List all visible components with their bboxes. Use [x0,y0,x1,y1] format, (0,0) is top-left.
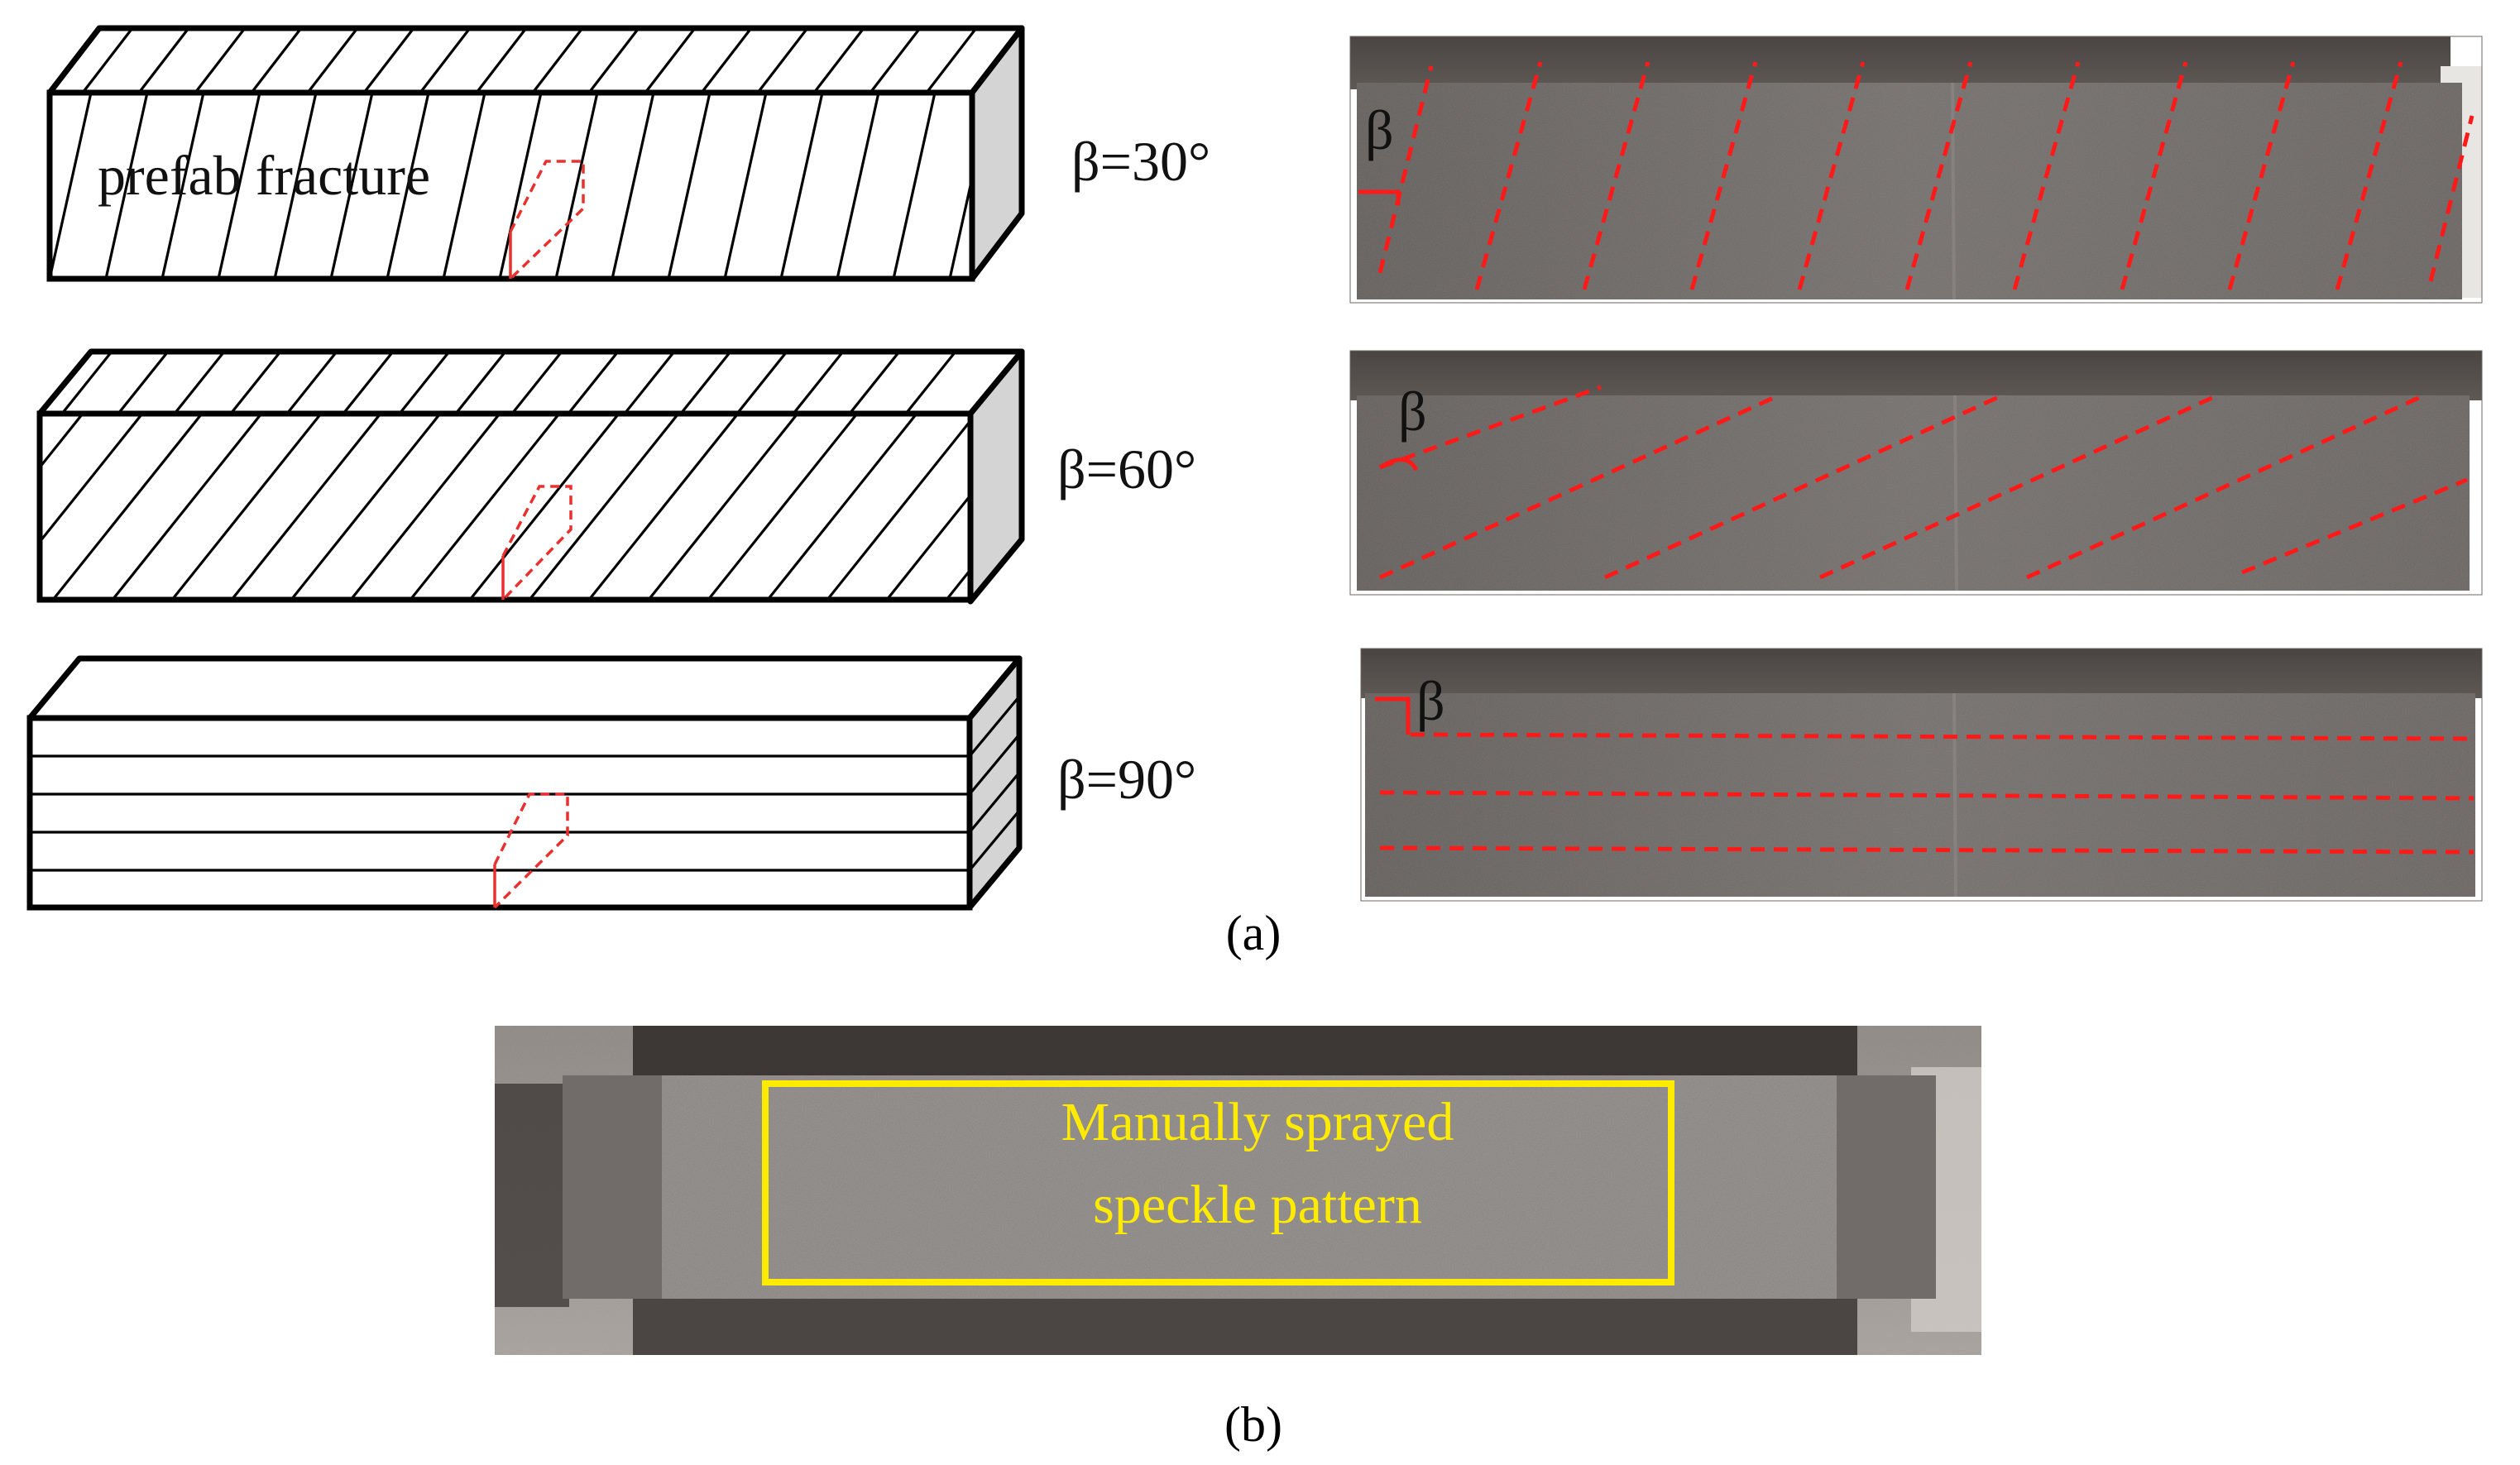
angle-label-30: β=30° [1071,130,1210,193]
schematic-beta-90: β=90° [26,655,1196,911]
prefab-fracture-marker [509,160,585,280]
fracture-lines-60 [1378,385,2468,580]
photo-speckle-specimen: Manually sprayed speckle pattern [495,1026,1981,1355]
angle-label-60: β=60° [1057,438,1196,500]
photo-beta-90: β [1360,648,2483,902]
caption-b: (b) [1224,1397,1282,1452]
schematic-beta-60: β=60° [36,348,1196,605]
beam-top-face [46,25,1025,96]
angle-marker-30 [1358,189,1401,205]
photo-beta-60: β [1349,350,2483,596]
beta-symbol-90: β [1416,669,1445,732]
joint-lines-front [50,93,972,279]
angle-marker-60 [1378,457,1419,472]
photo-beta-30: β [1349,36,2483,304]
joint-lines-top [81,28,978,93]
fracture-lines-90 [1379,732,2474,855]
caption-a: (a) [1226,906,1282,960]
schematic-beta-30: prefab fracture β=30° [46,25,1210,282]
angle-label-90: β=90° [1057,748,1196,811]
speckle-frame [762,1080,1674,1285]
beta-symbol-60: β [1398,380,1427,443]
beta-symbol-30: β [1365,98,1394,161]
angle-marker-90 [1375,697,1411,735]
speckle-label-line1: Manually sprayed [1061,1092,1454,1152]
fracture-lines-30 [1377,61,2474,290]
prefab-fracture-label: prefab fracture [98,144,430,207]
speckle-label-line2: speckle pattern [1093,1175,1422,1235]
